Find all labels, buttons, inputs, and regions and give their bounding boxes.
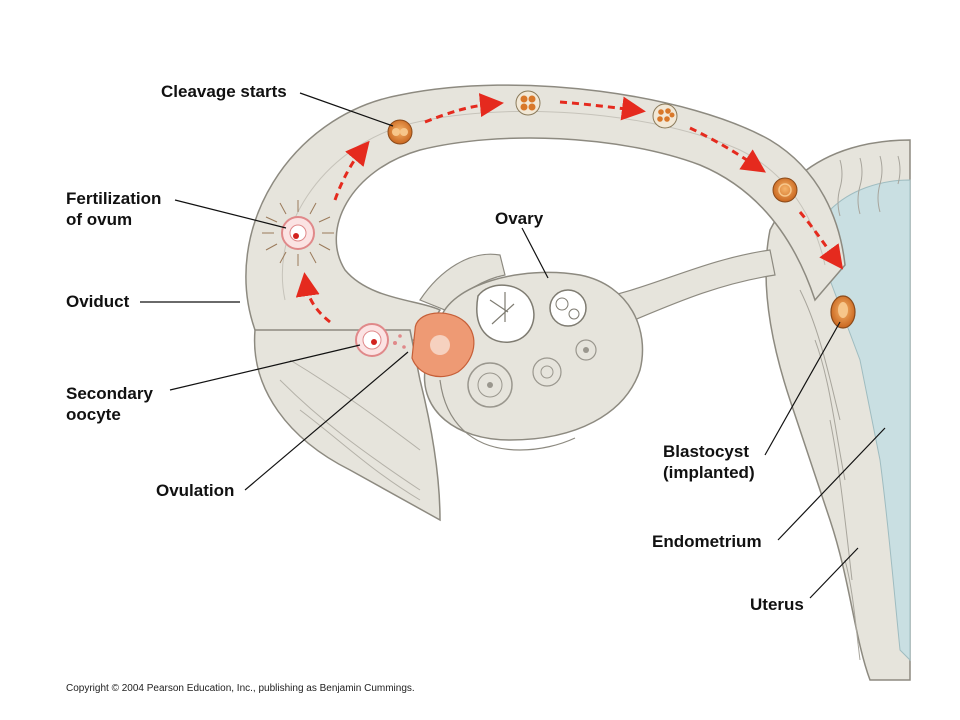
label-uterus: Uterus — [750, 594, 804, 615]
label-endometrium-text: Endometrium — [652, 532, 762, 551]
embryo-2-cell — [387, 119, 413, 145]
ovarian-ligament — [588, 249, 776, 331]
label-fertilization: Fertilization of ovum — [66, 188, 161, 230]
leader-cleavage — [299, 92, 394, 127]
leader-ovulation — [244, 351, 409, 491]
corpus-luteum — [549, 289, 587, 327]
copyright-notice: Copyright © 2004 Pearson Education, Inc.… — [66, 683, 415, 694]
leader-endometrium — [777, 427, 886, 541]
label-oviduct-text: Oviduct — [66, 292, 130, 311]
path-arrows — [295, 93, 844, 324]
embryo-morula — [652, 103, 678, 129]
arrow-2cell-to-4cell — [424, 93, 504, 124]
label-secondary-oocyte: Secondary oocyte — [66, 383, 153, 425]
label-endometrium: Endometrium — [652, 531, 762, 552]
embryo-blastocyst-early — [772, 177, 798, 203]
follicle-small — [575, 339, 597, 361]
leader-ovary — [521, 227, 549, 279]
follicle-large — [467, 362, 513, 408]
arrow-4cell-to-morula — [559, 96, 646, 121]
corpus-albicans — [476, 284, 535, 343]
label-ovary-text: Ovary — [495, 209, 544, 228]
arrow-blastocyst-to-implant — [798, 211, 844, 270]
arrow-oocyte-to-fertilization — [295, 272, 331, 324]
arrow-fertilization-to-cleavage — [333, 140, 370, 201]
label-ovulation: Ovulation — [156, 480, 234, 501]
fertilized-ovum — [262, 200, 334, 266]
label-secondary-oocyte-line2: oocyte — [66, 405, 121, 424]
leader-secondary-oocyte — [169, 344, 361, 391]
label-cleavage-starts: Cleavage starts — [161, 81, 287, 102]
label-fertilization-line1: Fertilization — [66, 189, 162, 208]
follicle-medium — [532, 357, 562, 387]
label-blastocyst: Blastocyst (implanted) — [663, 441, 755, 483]
label-uterus-text: Uterus — [750, 595, 804, 614]
label-blastocyst-line1: Blastocyst — [663, 442, 749, 461]
infundibulum — [253, 329, 441, 522]
label-ovulation-text: Ovulation — [156, 481, 235, 500]
leader-blastocyst — [764, 321, 841, 456]
label-secondary-oocyte-line1: Secondary — [66, 384, 153, 403]
blastocyst-implanted — [830, 295, 856, 329]
label-blastocyst-line2: (implanted) — [663, 463, 755, 482]
leader-lines — [140, 92, 886, 599]
secondary-oocyte — [355, 323, 406, 357]
ruptured-follicle — [411, 312, 475, 378]
label-fertilization-line2: of ovum — [66, 210, 133, 229]
arrow-morula-to-blastocyst — [689, 126, 766, 173]
leader-uterus — [809, 547, 859, 599]
label-oviduct: Oviduct — [66, 291, 129, 312]
endometrium-texture — [799, 155, 901, 661]
leader-fertilization — [174, 199, 287, 229]
label-cleavage-starts-text: Cleavage starts — [161, 82, 287, 101]
embryo-4-cell — [515, 90, 541, 116]
label-ovary: Ovary — [495, 208, 543, 229]
